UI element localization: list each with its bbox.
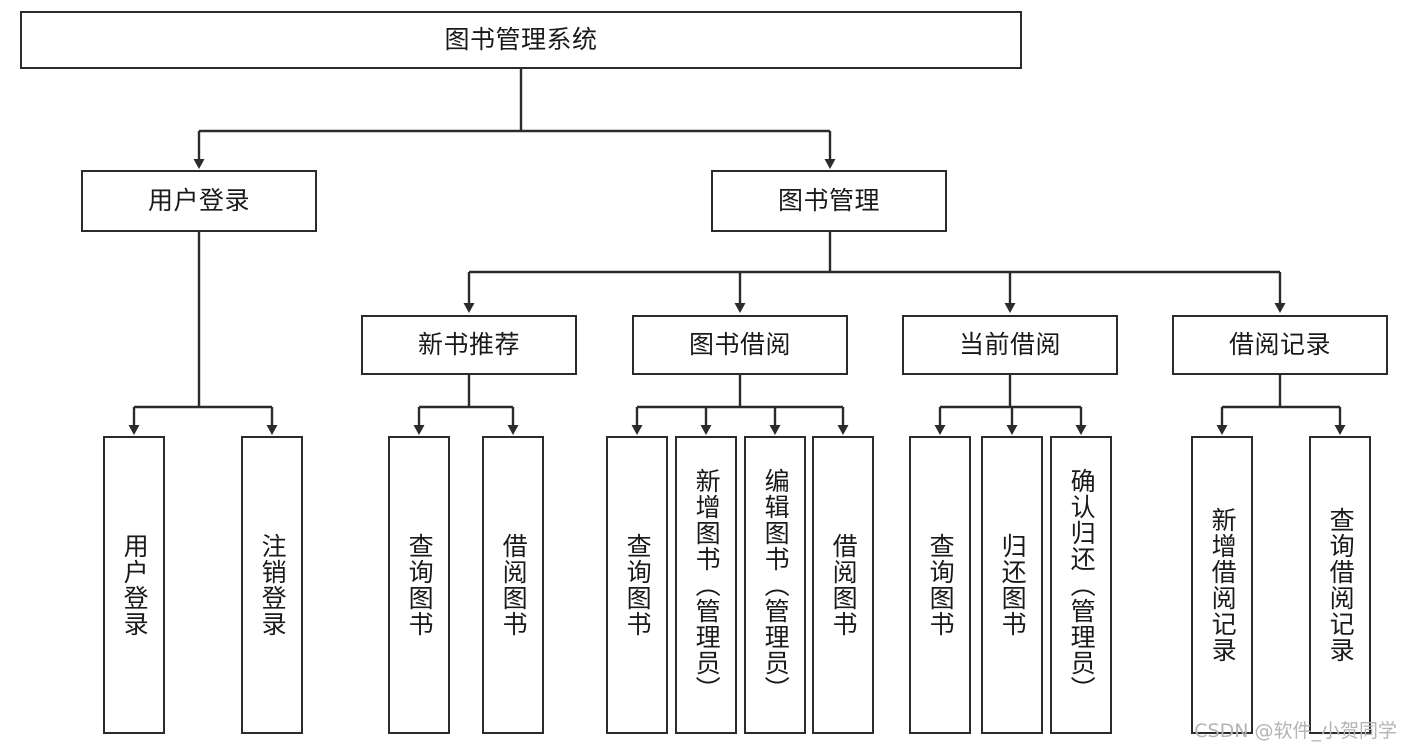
leaf-query-book-recommend[interactable]: 查询图书 xyxy=(388,436,450,734)
node-user-login[interactable]: 用户登录 xyxy=(81,170,317,232)
leaf-add-borrow-record[interactable]: 新增借阅记录 xyxy=(1191,436,1253,734)
leaf-add-book[interactable]: 新增图书（管理员） xyxy=(675,436,737,734)
node-new-book-recommend[interactable]: 新书推荐 xyxy=(361,315,577,375)
node-root[interactable]: 图书管理系统 xyxy=(20,11,1022,69)
leaf-query-borrow-record[interactable]: 查询借阅记录 xyxy=(1309,436,1371,734)
leaf-query-book-borrow[interactable]: 查询图书 xyxy=(606,436,668,734)
leaf-user-login[interactable]: 用户登录 xyxy=(103,436,165,734)
node-book-borrow[interactable]: 图书借阅 xyxy=(632,315,848,375)
leaf-return-book[interactable]: 归还图书 xyxy=(981,436,1043,734)
csdn-watermark: CSDN @软件_小贺同学 xyxy=(1194,720,1397,742)
node-borrow-record[interactable]: 借阅记录 xyxy=(1172,315,1388,375)
leaf-edit-book[interactable]: 编辑图书（管理员） xyxy=(744,436,806,734)
leaf-confirm-return[interactable]: 确认归还（管理员） xyxy=(1050,436,1112,734)
node-book-manage[interactable]: 图书管理 xyxy=(711,170,947,232)
leaf-user-logout[interactable]: 注销登录 xyxy=(241,436,303,734)
leaf-borrow-book-recommend[interactable]: 借阅图书 xyxy=(482,436,544,734)
leaf-query-book-current[interactable]: 查询图书 xyxy=(909,436,971,734)
node-current-borrow[interactable]: 当前借阅 xyxy=(902,315,1118,375)
leaf-borrow-book[interactable]: 借阅图书 xyxy=(812,436,874,734)
